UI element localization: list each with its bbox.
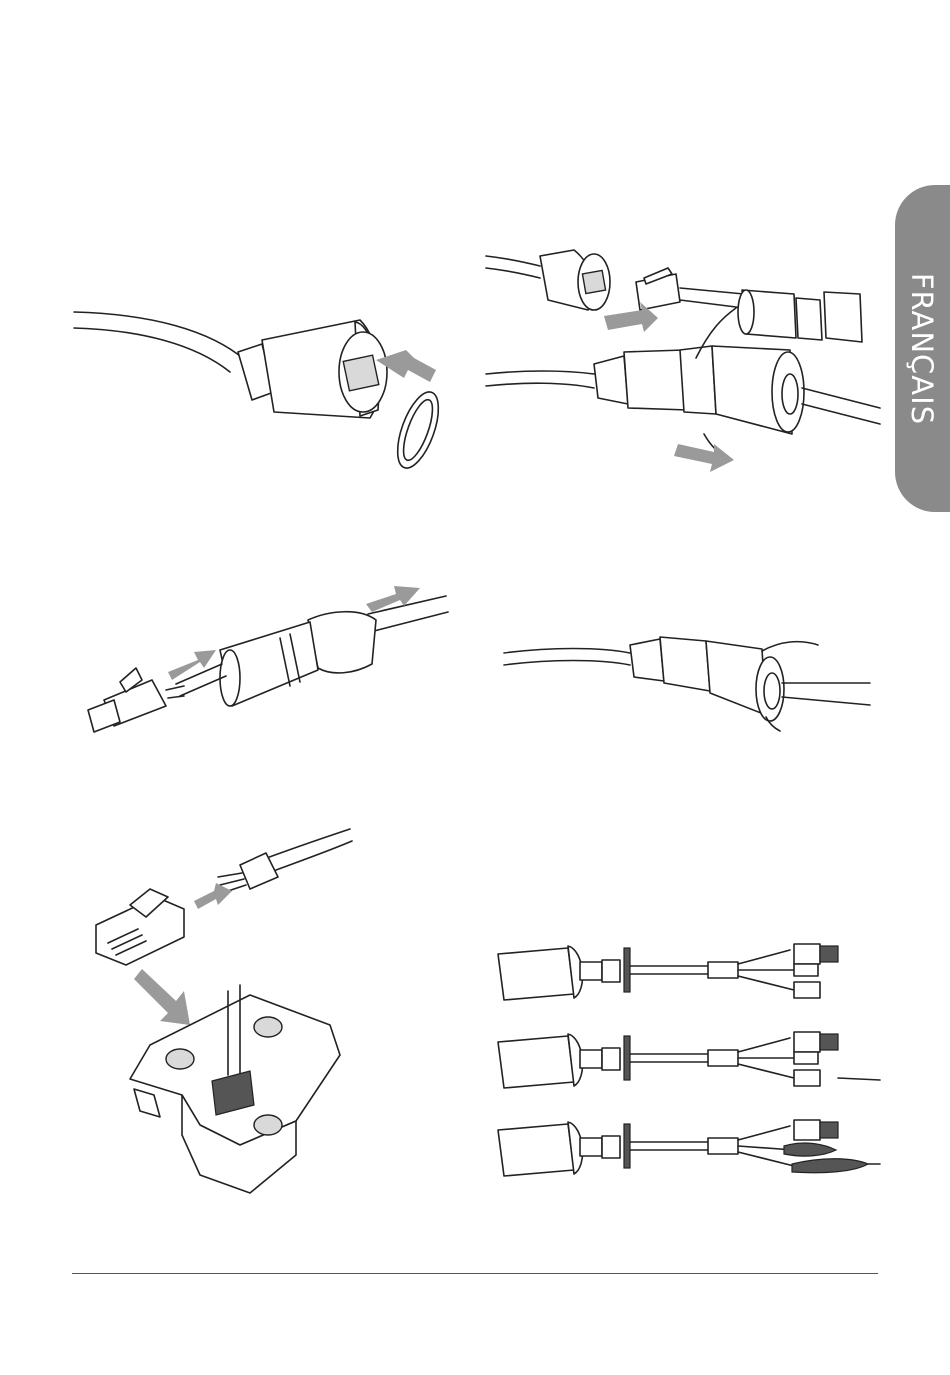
- footer-rule: [72, 1273, 878, 1274]
- language-tab-label: FRANÇAIS: [905, 273, 939, 425]
- tightened-assembly-illustration: [500, 625, 880, 735]
- crimp-tool-illustration: [90, 825, 360, 1205]
- cable-gland-illustration: [80, 580, 450, 740]
- plug-insert-illustration: [484, 238, 884, 478]
- camera-cable-variants-illustration: [494, 940, 884, 1190]
- connector-seal-illustration: [70, 300, 450, 500]
